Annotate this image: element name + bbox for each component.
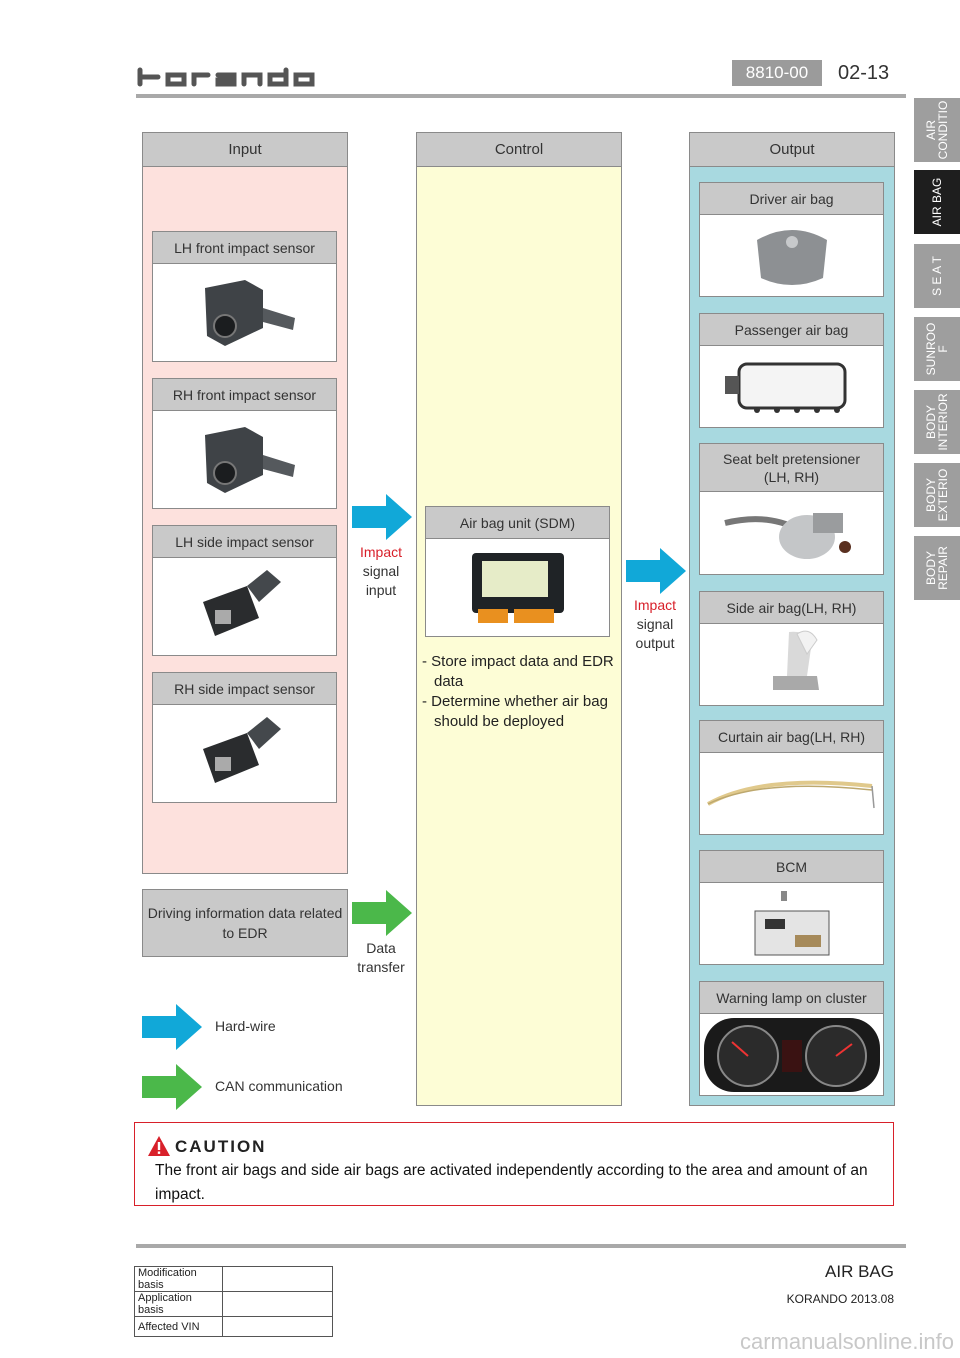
footer-rule	[136, 1244, 906, 1248]
side-tab-label: AIR BAG	[930, 177, 944, 227]
passenger-air-bag: Passenger air bag	[699, 313, 884, 428]
impact-input-arrow	[352, 494, 412, 540]
side-tab-body-repair[interactable]: BODY REPAIR	[914, 536, 960, 600]
driver-air-bag-image	[700, 215, 883, 296]
side-tab-body-interior[interactable]: BODY INTERIOR	[914, 390, 960, 454]
sensor-image	[153, 411, 336, 508]
air-bag-unit-sdm: Air bag unit (SDM)	[425, 506, 610, 637]
component-label: BCM	[700, 851, 883, 883]
table-value	[222, 1316, 333, 1337]
component-label: RH side impact sensor	[153, 673, 336, 705]
sdm-image	[426, 539, 609, 636]
warning-triangle-icon	[148, 1136, 170, 1156]
impact-label: Impact	[359, 544, 402, 560]
table-value	[222, 1266, 333, 1292]
control-notes: - Store impact data and EDR data - Deter…	[422, 652, 618, 732]
modification-table: Modification basis Application basis Aff…	[134, 1266, 333, 1337]
footer-model: KORANDO 2013.08	[786, 1292, 894, 1306]
caution-title: CAUTION	[175, 1137, 267, 1156]
component-label: Seat belt pretensioner (LH, RH)	[700, 444, 883, 492]
input-column-header: Input	[143, 133, 347, 167]
table-row: Application basis	[134, 1291, 333, 1317]
side-tab-air-conditioning[interactable]: AIR CONDITIO	[914, 98, 960, 162]
side-tab-label: AIR CONDITIO	[924, 100, 950, 160]
side-tab-body-exterior[interactable]: BODY EXTERIO	[914, 463, 960, 527]
footer-section-title: AIR BAG	[825, 1262, 894, 1281]
control-note: - Determine whether air bag should be de…	[422, 693, 608, 730]
impact-output-rest: signal output	[635, 616, 675, 651]
impact-label: Impact	[633, 597, 676, 613]
side-air-bag: Side air bag(LH, RH)	[699, 591, 884, 706]
curtain-air-bag: Curtain air bag(LH, RH)	[699, 720, 884, 835]
output-column-header: Output	[690, 133, 894, 167]
can-legend-label: CAN communication	[215, 1078, 343, 1094]
lh-front-impact-sensor: LH front impact sensor	[152, 231, 337, 362]
control-column-header: Control	[417, 133, 621, 167]
control-note: - Store impact data and EDR data	[422, 653, 614, 690]
passenger-air-bag-image	[700, 346, 883, 427]
component-label: Driver air bag	[700, 183, 883, 215]
driver-air-bag: Driver air bag	[699, 182, 884, 297]
component-label: Air bag unit (SDM)	[426, 507, 609, 539]
component-label: Passenger air bag	[700, 314, 883, 346]
component-label: Curtain air bag(LH, RH)	[700, 721, 883, 753]
impact-input-rest: signal input	[362, 563, 400, 598]
table-row: Modification basis	[134, 1266, 333, 1292]
side-tab-label: BODY REPAIR	[924, 546, 950, 590]
sensor-image	[153, 705, 336, 802]
side-tab-label: S E A T	[930, 256, 944, 296]
component-label: LH front impact sensor	[153, 232, 336, 264]
impact-output-arrow	[626, 548, 686, 594]
cluster-image	[700, 1014, 883, 1095]
side-tab-label: BODY INTERIOR	[924, 393, 950, 451]
table-label: Affected VIN	[134, 1316, 223, 1337]
sensor-image	[153, 264, 336, 361]
component-label: LH side impact sensor	[153, 526, 336, 558]
sensor-image	[153, 558, 336, 655]
hardwire-legend-arrow	[142, 1004, 202, 1050]
component-label: Warning lamp on cluster	[700, 982, 883, 1014]
impact-input-label: Impact signal input	[346, 543, 416, 600]
section-code: 8810-00	[732, 60, 822, 86]
component-label: Side air bag(LH, RH)	[700, 592, 883, 624]
table-label: Modification basis	[134, 1266, 223, 1292]
side-tab-sunroof[interactable]: SUNROO F	[914, 317, 960, 381]
lh-side-impact-sensor: LH side impact sensor	[152, 525, 337, 656]
side-tab-label: BODY EXTERIO	[924, 468, 950, 522]
impact-output-label: Impact signal output	[620, 596, 690, 653]
side-tab-label: SUNROO F	[924, 322, 950, 376]
pretensioner-image	[700, 492, 883, 574]
table-value	[222, 1291, 333, 1317]
page-number: 02-13	[838, 62, 890, 84]
table-label: Application basis	[134, 1291, 223, 1317]
side-tab-seat[interactable]: S E A T	[914, 244, 960, 308]
hardwire-legend-label: Hard-wire	[215, 1018, 276, 1034]
caution-text: The front air bags and side air bags are…	[155, 1162, 868, 1203]
curtain-air-bag-image	[700, 753, 883, 834]
caution-box: CAUTION The front air bags and side air …	[134, 1122, 894, 1206]
edr-data-input: Driving information data related to EDR	[142, 889, 348, 957]
bcm: BCM	[699, 850, 884, 965]
can-legend-arrow	[142, 1064, 202, 1110]
data-transfer-arrow	[352, 890, 412, 936]
header-rule	[136, 94, 906, 98]
rh-side-impact-sensor: RH side impact sensor	[152, 672, 337, 803]
rh-front-impact-sensor: RH front impact sensor	[152, 378, 337, 509]
korando-logo	[137, 67, 315, 87]
table-row: Affected VIN	[134, 1316, 333, 1337]
side-air-bag-image	[700, 624, 883, 705]
bcm-image	[700, 883, 883, 964]
seat-belt-pretensioner: Seat belt pretensioner (LH, RH)	[699, 443, 884, 575]
side-tab-air-bag[interactable]: AIR BAG	[914, 170, 960, 234]
data-transfer-label: Data transfer	[357, 940, 405, 975]
warning-lamp-on-cluster: Warning lamp on cluster	[699, 981, 884, 1096]
component-label: RH front impact sensor	[153, 379, 336, 411]
watermark: carmanualsonline.info	[739, 1329, 954, 1354]
